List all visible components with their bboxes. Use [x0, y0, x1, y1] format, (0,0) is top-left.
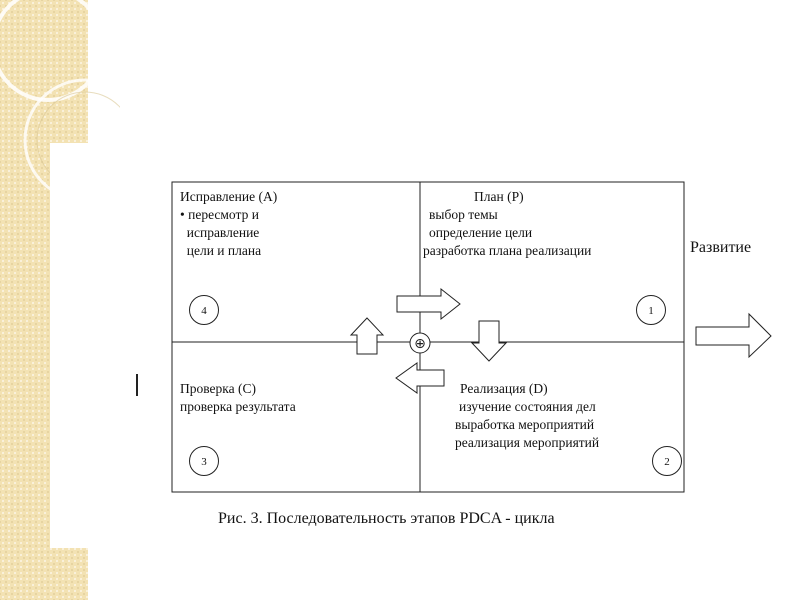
do-line-2: выработка мероприятий — [455, 417, 595, 432]
act-line-1: • пересмотр и — [180, 207, 259, 222]
act-line-2: исправление — [180, 225, 260, 240]
plan-line-3: разработка плана реализации — [423, 243, 592, 258]
figure-caption: Рис. 3. Последовательность этапов PDCA -… — [218, 510, 555, 527]
arrow-right-top — [396, 287, 461, 321]
step-number-3: 3 — [189, 446, 219, 476]
do-title: Реализация (D) — [460, 381, 548, 396]
act-line-3: цели и плана — [180, 243, 262, 258]
arrow-down-right — [470, 320, 508, 362]
arrow-up-left — [349, 317, 385, 355]
plan-title: План (Р) — [474, 189, 524, 204]
check-title: Проверка (С) — [180, 381, 257, 396]
center-circle — [409, 332, 431, 354]
plan-line-1: выбор темы — [429, 207, 498, 222]
development-arrow — [695, 312, 772, 359]
step-number-2: 2 — [652, 446, 682, 476]
step-number-1: 1 — [636, 295, 666, 325]
act-title: Исправление (А) — [180, 189, 278, 204]
do-line-3: реализация мероприятий — [455, 435, 600, 450]
do-line-1: изучение состояния дел — [459, 399, 596, 414]
plan-line-2: определение цели — [429, 225, 533, 240]
arrow-left-bottom — [395, 362, 445, 394]
text-cursor-mark — [136, 374, 138, 396]
center-symbol: ⊕ — [414, 336, 426, 352]
development-label: Развитие — [690, 239, 752, 256]
check-line-1: проверка результата — [180, 399, 296, 414]
step-number-4: 4 — [189, 295, 219, 325]
